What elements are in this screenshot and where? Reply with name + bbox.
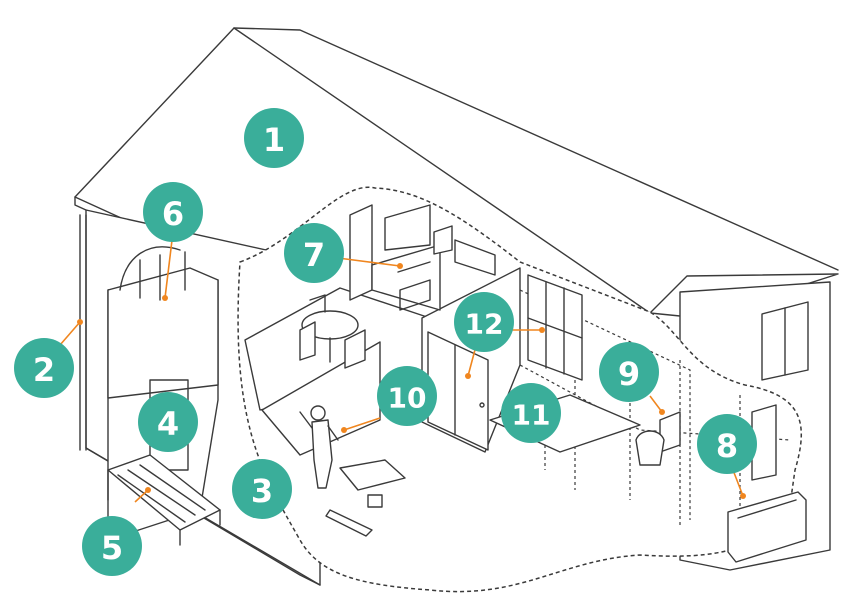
callout-label-3: 3	[251, 472, 273, 510]
callout-label-10: 10	[388, 382, 427, 415]
callout-badge-6: 6	[143, 182, 203, 242]
callout-badge-4: 4	[138, 392, 198, 452]
callout-badge-3: 3	[232, 459, 292, 519]
callout-label-9: 9	[618, 355, 640, 393]
callout-label-2: 2	[33, 351, 55, 389]
callout-label-4: 4	[157, 405, 179, 443]
leader-12b-dot	[539, 327, 545, 333]
callout-badge-12: 12	[454, 292, 514, 352]
callout-label-6: 6	[162, 195, 184, 233]
callout-badge-2: 2	[14, 338, 74, 398]
callout-label-12: 12	[465, 308, 504, 341]
leader-7-dot	[397, 263, 403, 269]
callout-badge-1: 1	[244, 108, 304, 168]
callout-label-5: 5	[101, 529, 123, 567]
callout-badge-9: 9	[599, 342, 659, 402]
leader-8-dot	[740, 493, 746, 499]
leader-2-dot	[77, 319, 83, 325]
leader-9-dot	[659, 409, 665, 415]
callout-badge-8: 8	[697, 414, 757, 474]
callout-label-1: 1	[263, 121, 285, 159]
callout-badge-11: 11	[501, 383, 561, 443]
exterior-window-right	[762, 302, 808, 380]
leader-12a-dot	[465, 373, 471, 379]
leader-5-dot	[145, 487, 151, 493]
leader-10-dot	[341, 427, 347, 433]
drainpipe	[80, 215, 86, 450]
callout-badge-5: 5	[82, 516, 142, 576]
leader-2	[60, 322, 80, 345]
callout-label-7: 7	[303, 236, 325, 274]
callout-badge-10: 10	[377, 366, 437, 426]
callout-badge-7: 7	[284, 223, 344, 283]
leader-6-dot	[162, 295, 168, 301]
callout-label-8: 8	[716, 427, 738, 465]
callout-label-11: 11	[512, 399, 551, 432]
